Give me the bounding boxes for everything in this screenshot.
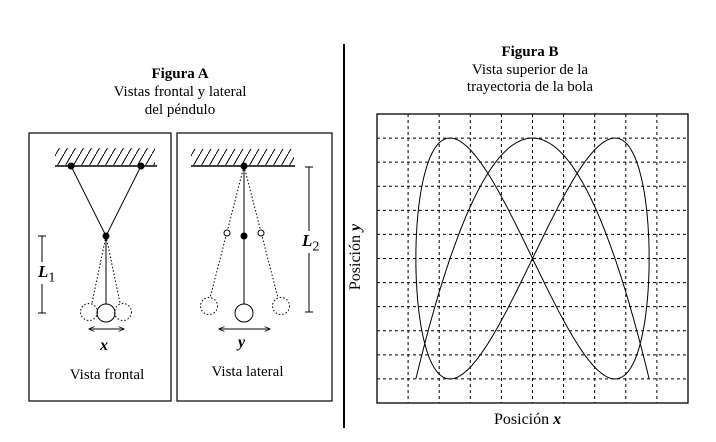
frontal-bob-right (114, 303, 132, 321)
frontal-length-subscript: 1 (48, 270, 56, 286)
trajectory-curve (415, 137, 650, 380)
lateral-caption: Vista lateral (211, 364, 284, 380)
lateral-knot-ghost-right (257, 229, 265, 237)
y-axis-label: Posición y (347, 197, 365, 317)
frontal-string-left (70, 165, 107, 237)
figure-b-header: Figura B Vista superior de la trayectori… (355, 44, 705, 96)
divider (343, 44, 345, 428)
lateral-frame (176, 132, 333, 402)
lateral-length-label: L2 (302, 231, 319, 255)
frontal-bob-left (80, 303, 98, 321)
figure-b-subtitle-2: trayectoria de la bola (466, 79, 594, 95)
lateral-axis-label: y (238, 334, 246, 351)
frontal-ceiling-hatch (55, 148, 155, 165)
plot-frame (376, 113, 689, 404)
frontal-bob-center (96, 303, 116, 323)
y-axis-label-text: Posición (347, 235, 364, 291)
frontal-axis-label: x (100, 337, 108, 354)
figure-b-title: Figura B (501, 44, 559, 60)
figure-a-title: Figura A (151, 66, 209, 82)
frontal-view (28, 132, 172, 402)
y-axis-label-var: y (347, 223, 364, 231)
lateral-view (176, 132, 333, 402)
lateral-bob-right (272, 297, 290, 315)
lateral-length-symbol: L (302, 231, 313, 250)
frontal-string-dotted-right (105, 235, 121, 304)
lateral-ceiling-hatch (191, 149, 294, 165)
lateral-bob-left (200, 297, 218, 315)
frontal-string-dotted-left (91, 235, 107, 304)
plot-grid (377, 114, 688, 403)
figure-a-subtitle-1: Vistas frontal y lateral (113, 84, 247, 100)
figure-a-subtitle-2: del péndulo (144, 102, 216, 118)
lateral-knot (240, 232, 248, 240)
figure-a-header: Figura A Vistas frontal y lateral del pé… (20, 66, 340, 119)
frontal-length-label: L1 (38, 262, 55, 286)
frontal-string-right (105, 165, 142, 237)
frontal-length-symbol: L (38, 262, 49, 281)
figure-b-subtitle-1: Vista superior de la (471, 62, 589, 78)
lateral-bob-center (234, 303, 254, 323)
frontal-caption: Vista frontal (69, 367, 145, 383)
lateral-length-subscript: 2 (312, 239, 320, 255)
frontal-frame (28, 132, 172, 402)
lateral-knot-ghost-left (223, 229, 231, 237)
trajectory-plot (376, 113, 689, 404)
x-axis-label: Posición x (494, 411, 561, 429)
x-axis-label-var: x (553, 411, 562, 428)
x-axis-label-text: Posición (494, 411, 550, 428)
